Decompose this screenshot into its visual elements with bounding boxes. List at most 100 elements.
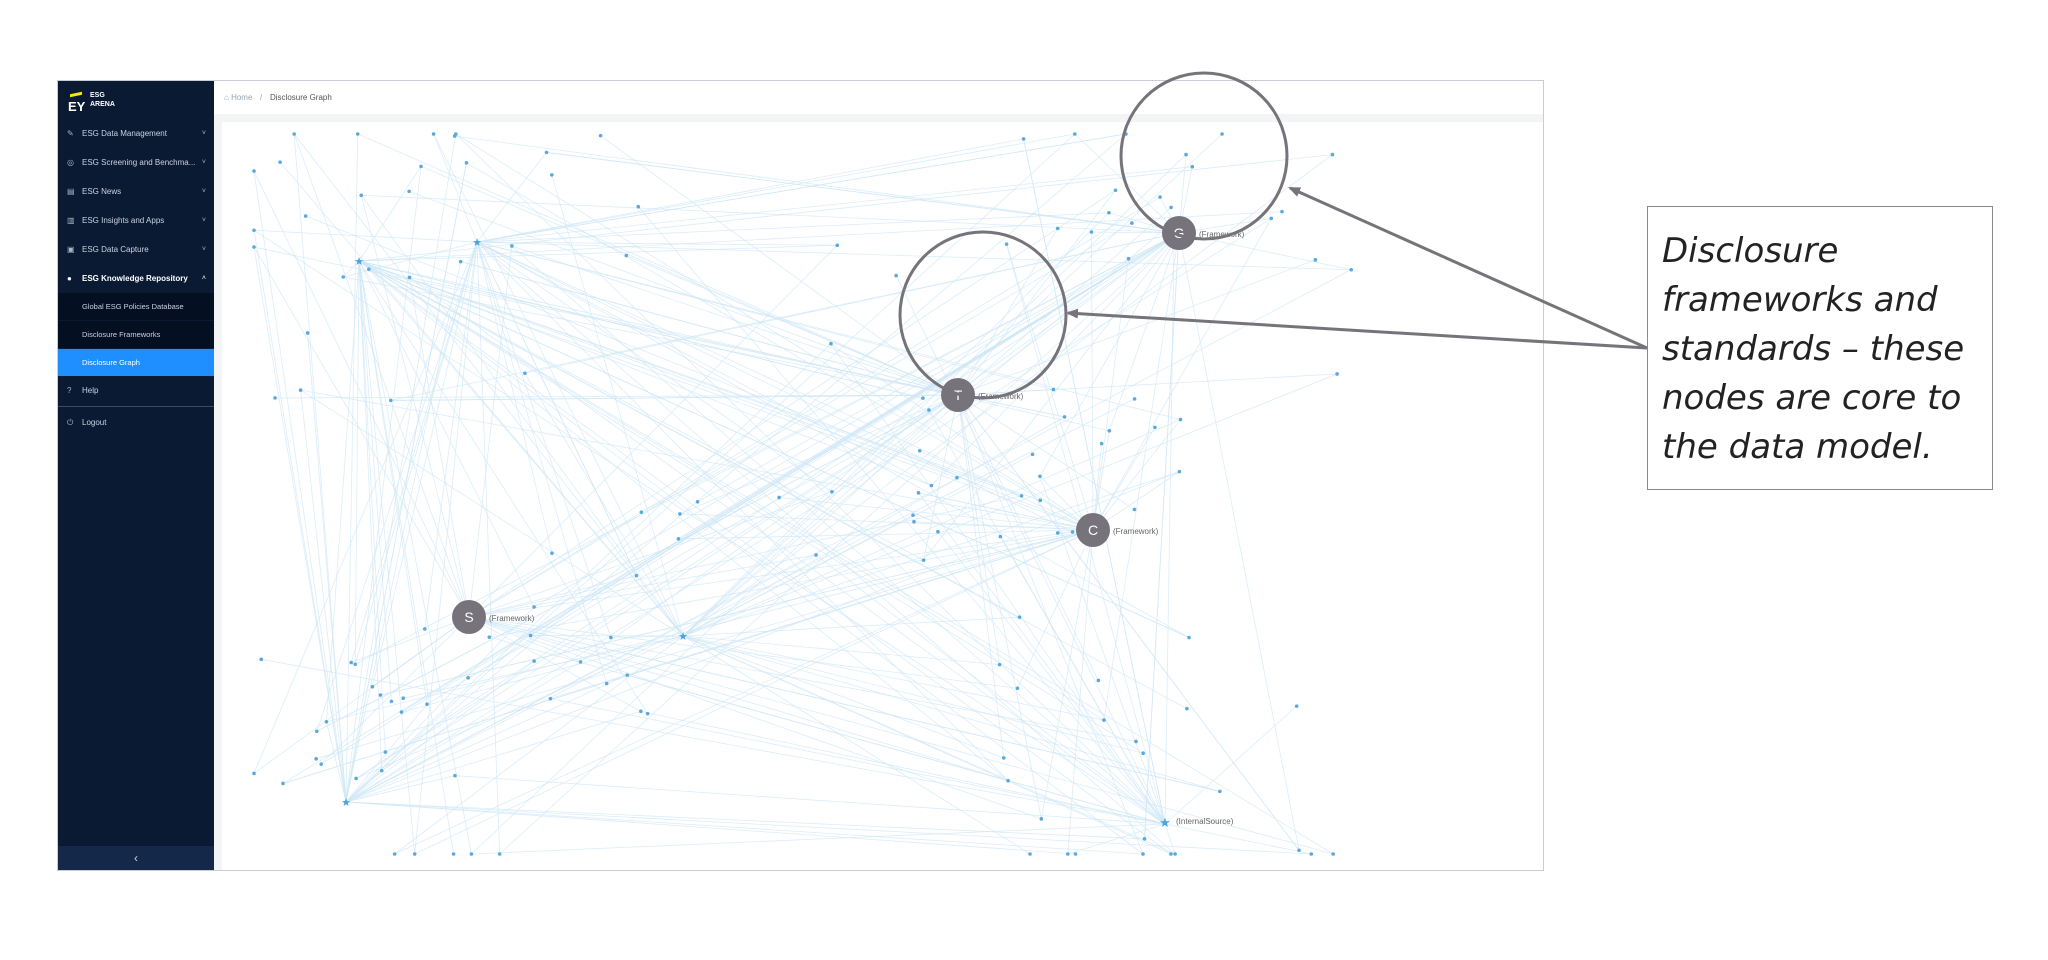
graph-point[interactable] <box>695 499 700 504</box>
graph-point[interactable] <box>1132 397 1137 401</box>
graph-point[interactable] <box>1269 216 1274 221</box>
graph-point[interactable] <box>324 719 329 724</box>
graph-point[interactable] <box>1028 852 1032 856</box>
graph-point[interactable] <box>1006 778 1010 783</box>
graph-point[interactable] <box>314 757 318 761</box>
graph-point[interactable] <box>252 245 256 249</box>
graph-point[interactable] <box>1220 132 1224 136</box>
graph-point[interactable] <box>550 173 554 177</box>
graph-point[interactable] <box>281 781 285 786</box>
graph-point[interactable] <box>1142 837 1147 841</box>
graph-point[interactable] <box>388 398 393 403</box>
graph-point[interactable] <box>451 852 456 856</box>
graph-point[interactable] <box>341 275 346 279</box>
graph-point[interactable] <box>412 852 417 856</box>
graph-point[interactable] <box>497 852 502 856</box>
graph-point[interactable] <box>1158 195 1162 199</box>
graph-point[interactable] <box>1107 210 1111 215</box>
graph-point[interactable] <box>912 519 916 524</box>
graph-point[interactable] <box>487 635 492 639</box>
internal-source-node[interactable]: ★ (InternalSource) <box>1159 815 1234 830</box>
sidebar-subitem-disclosure-frameworks[interactable]: Disclosure Frameworks <box>58 321 214 348</box>
graph-point[interactable] <box>1130 221 1134 225</box>
sidebar-item-data-management[interactable]: ✎ ESG Data Management ˅ <box>58 120 214 148</box>
graph-point[interactable] <box>1001 756 1006 760</box>
sidebar-item-knowledge-repository[interactable]: ● ESG Knowledge Repository ˄ <box>58 265 214 293</box>
graph-point[interactable] <box>1099 441 1104 446</box>
graph-point[interactable] <box>1134 739 1138 744</box>
graph-point[interactable] <box>1280 209 1284 214</box>
sidebar-subitem-policies-database[interactable]: Global ESG Policies Database <box>58 293 214 320</box>
graph-point[interactable] <box>1030 452 1035 457</box>
graph-point[interactable] <box>955 475 959 480</box>
graph-point[interactable] <box>1173 852 1177 856</box>
graph-point[interactable] <box>378 693 383 697</box>
graph-point[interactable] <box>1062 415 1067 419</box>
graph-point[interactable] <box>1331 852 1335 856</box>
graph-point[interactable] <box>392 852 397 856</box>
sidebar-item-logout[interactable]: ⏻ Logout <box>58 409 214 437</box>
graph-point[interactable] <box>303 214 308 218</box>
graph-point[interactable] <box>1089 230 1094 234</box>
graph-point[interactable] <box>292 132 296 136</box>
graph-point[interactable] <box>453 773 457 778</box>
graph-point[interactable] <box>1169 852 1173 856</box>
graph-point[interactable] <box>510 244 514 248</box>
graph-point[interactable] <box>1055 531 1060 535</box>
graph-point[interactable] <box>389 699 394 704</box>
graph-point[interactable] <box>319 762 323 766</box>
graph-point[interactable] <box>425 702 429 707</box>
graph-point[interactable] <box>1021 137 1026 141</box>
graph-point[interactable] <box>625 673 630 677</box>
graph-point[interactable] <box>383 750 388 754</box>
graph-point[interactable] <box>278 160 282 164</box>
graph-point[interactable] <box>252 771 256 776</box>
sidebar-subitem-disclosure-graph[interactable]: Disclosure Graph <box>58 349 214 376</box>
graph-point[interactable] <box>252 228 256 233</box>
graph-point[interactable] <box>419 164 423 169</box>
graph-point[interactable] <box>1169 205 1173 210</box>
graph-point[interactable] <box>458 259 463 264</box>
graph-point[interactable] <box>532 605 536 609</box>
graph-point[interactable] <box>645 711 650 716</box>
graph-point[interactable] <box>452 134 457 138</box>
graph-point[interactable] <box>259 657 264 662</box>
graph-point[interactable] <box>252 169 256 173</box>
graph-point[interactable] <box>1015 686 1020 691</box>
breadcrumb-home-link[interactable]: ⌂ Home <box>224 81 252 114</box>
graph-point[interactable] <box>1051 387 1056 392</box>
graph-point[interactable] <box>1218 789 1222 794</box>
graph-point[interactable] <box>528 633 533 638</box>
graph-point[interactable] <box>1349 267 1354 272</box>
graph-point[interactable] <box>835 243 840 248</box>
graph-point[interactable] <box>894 273 898 278</box>
graph-point[interactable] <box>1153 425 1157 430</box>
graph-point[interactable] <box>523 371 527 376</box>
framework-node-s[interactable]: S (Framework) <box>452 600 535 634</box>
graph-point[interactable] <box>1141 852 1145 856</box>
graph-point[interactable] <box>466 676 470 680</box>
graph-point[interactable] <box>916 491 921 495</box>
graph-point[interactable] <box>1113 188 1118 193</box>
graph-point[interactable] <box>911 513 915 517</box>
graph-point[interactable] <box>1330 152 1335 157</box>
graph-point[interactable] <box>550 551 554 555</box>
star-icon[interactable]: ★ <box>472 237 482 249</box>
graph-point[interactable] <box>604 681 609 686</box>
graph-point[interactable] <box>469 852 474 856</box>
graph-point[interactable] <box>1335 372 1339 376</box>
graph-point[interactable] <box>355 132 360 136</box>
graph-point[interactable] <box>1017 615 1022 619</box>
graph-point[interactable] <box>634 573 639 578</box>
graph-point[interactable] <box>609 635 613 640</box>
graph-point[interactable] <box>379 768 384 773</box>
graph-point[interactable] <box>370 684 375 689</box>
graph-point[interactable] <box>1038 498 1043 503</box>
graph-point[interactable] <box>1019 494 1024 498</box>
graph-point[interactable] <box>1187 635 1191 640</box>
sidebar-item-news[interactable]: ▤ ESG News ˅ <box>58 178 214 206</box>
graph-point[interactable] <box>917 448 922 453</box>
graph-point[interactable] <box>532 659 536 663</box>
graph-point[interactable] <box>1294 704 1299 708</box>
graph-point[interactable] <box>777 495 781 500</box>
